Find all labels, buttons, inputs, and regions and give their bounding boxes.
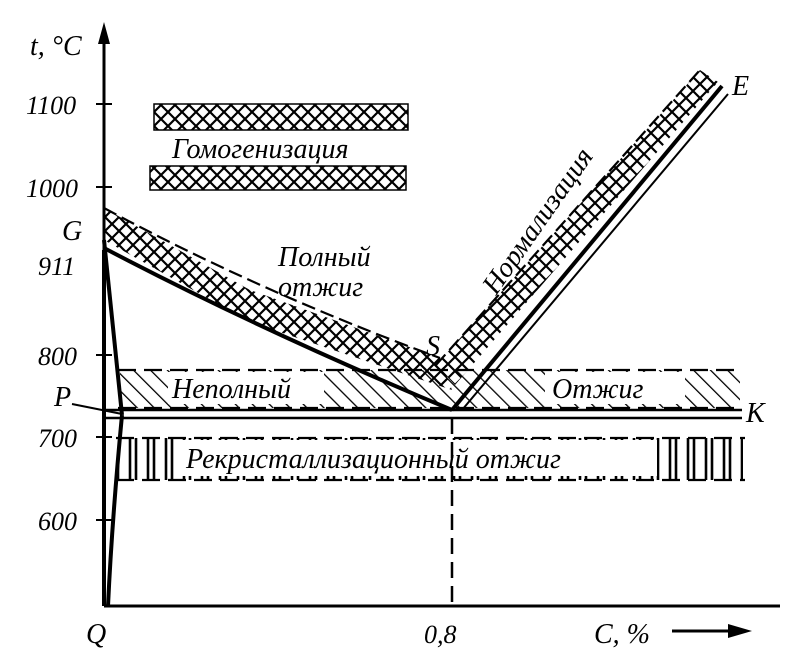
full-anneal-label-1: Полный <box>277 242 371 273</box>
y-tick-800: 800 <box>38 342 77 371</box>
y-tick-1100: 1100 <box>26 91 76 120</box>
full-anneal-label-2: отжиг <box>278 272 363 303</box>
point-g-label: G <box>62 216 82 247</box>
phase-lines <box>71 84 742 607</box>
y-axis-label: t, °C <box>30 31 82 62</box>
y-tick-911: 911 <box>38 252 75 281</box>
homogenization-zone <box>149 103 409 191</box>
y-tick-700: 700 <box>38 424 77 453</box>
x-axis-arrow <box>672 624 752 638</box>
full-anneal-band <box>103 207 452 390</box>
recrystallization-label: Рекристаллизационный отжиг <box>185 444 561 475</box>
x-tick-0-8: 0,8 <box>424 620 457 649</box>
point-s-label: S <box>426 331 440 362</box>
y-tick-600: 600 <box>38 507 77 536</box>
homogenization-label: Гомогенизация <box>171 134 348 165</box>
normalization-band <box>435 69 718 385</box>
x-axis-label: C, % <box>594 619 650 650</box>
point-k-label: K <box>745 398 766 429</box>
anneal-label: Отжиг <box>552 374 643 405</box>
point-e-label: E <box>731 71 749 102</box>
origin-label: Q <box>86 619 106 650</box>
incomplete-label: Неполный <box>171 374 291 405</box>
point-p-label: P <box>53 382 71 413</box>
y-tick-1000: 1000 <box>26 174 78 203</box>
